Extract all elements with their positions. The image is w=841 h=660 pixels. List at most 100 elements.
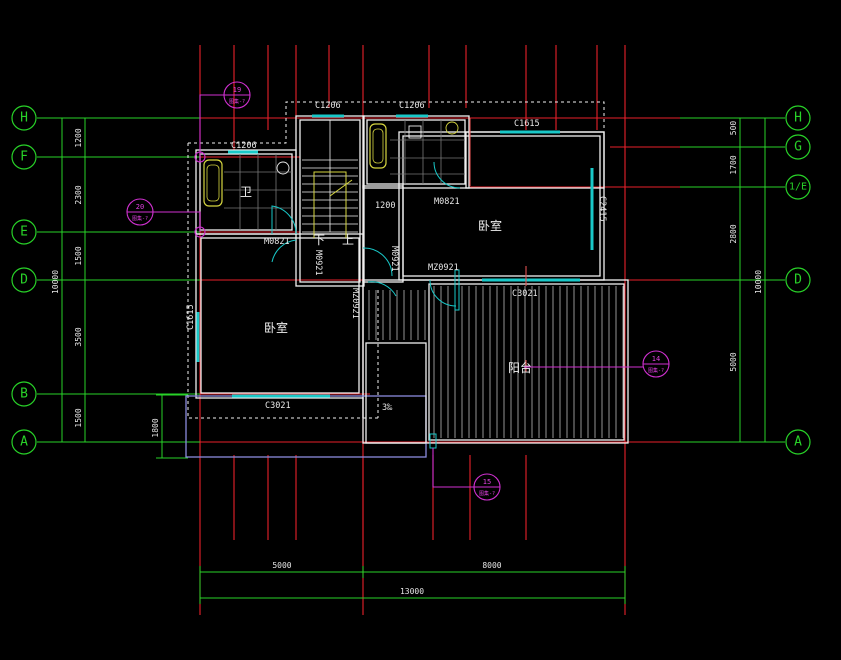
tag-window: C3021 — [265, 401, 291, 411]
bathroom-left-inner-wall — [199, 153, 293, 231]
detail-callouts: 19 图集-? 20 图集-? 14 图集-? 15 图集-? — [126, 81, 670, 501]
axis-label: B — [20, 387, 28, 402]
callout-number: 14 — [652, 355, 660, 363]
toilet-right-icon — [408, 125, 422, 139]
stair-direction-arrow — [313, 171, 347, 238]
axis-bubble-b-left — [11, 381, 37, 407]
axis-label: A — [20, 435, 28, 450]
axis-bubble-d-right — [785, 267, 811, 293]
opening-tags: C1206 C1206 C1206 C1615 C2415 C1615 C302… — [186, 101, 607, 413]
bedroom-left-wall — [195, 233, 364, 399]
dim-total-label: 10000 — [51, 270, 60, 294]
dim-label: 2800 — [729, 224, 738, 243]
bathtub-left-inner — [206, 164, 220, 202]
dim-label: 5000 — [272, 561, 291, 570]
bedroom-right-alcove — [465, 131, 605, 189]
roof-outline-top — [188, 101, 605, 144]
windows — [196, 114, 594, 398]
bathroom-fixtures — [203, 121, 459, 207]
callout-sheet: 图集-? — [648, 367, 664, 374]
stairs — [302, 120, 358, 238]
dim-label: 2300 — [74, 185, 83, 204]
room-label-bedroom-left: 卧室 — [264, 320, 288, 335]
callout-number: 20 — [136, 203, 144, 211]
door-m0821-left — [271, 205, 297, 235]
tag-door: M0821 — [264, 237, 290, 247]
axis-bubbles-left: H F E D B A — [11, 105, 37, 455]
bathroom-left-tiles — [224, 154, 292, 230]
tag-window: C1206 — [231, 141, 257, 151]
axis-label: H — [20, 111, 28, 126]
balcony-floor-hatch — [368, 286, 624, 438]
axis-bubble-f-left — [11, 144, 37, 170]
axis-bubble-h-right — [785, 105, 811, 131]
bathroom-right-inner-wall — [366, 119, 466, 185]
tag-window: C1615 — [186, 304, 196, 330]
dim-label: 3500 — [74, 327, 83, 346]
room-label-bath: 卫 — [240, 185, 252, 199]
tag-door: MZ0921 — [350, 288, 360, 319]
axis-label: D — [20, 273, 28, 288]
bottom-dimension-chain: 5000 8000 13000 — [199, 561, 626, 604]
tag-window: C1206 — [315, 101, 341, 111]
dim-total-label: 10000 — [754, 270, 763, 294]
tag-door: M0921 — [313, 250, 323, 276]
bedroom-left-inner-wall — [200, 237, 360, 394]
callout-number: 19 — [233, 86, 241, 94]
room-labels: 卫 卧室 卧室 阳台 下 上 — [240, 185, 532, 375]
axis-label: H — [794, 111, 802, 126]
callout-leader — [199, 94, 224, 162]
axis-bubble-a-right — [785, 429, 811, 455]
bedroom-right-inner-wall — [402, 135, 601, 277]
axis-bubble-h-left — [11, 105, 37, 131]
balcony-dimension: 1800 — [151, 394, 188, 459]
axis-label: E — [20, 225, 28, 240]
dim-label: 1500 — [74, 408, 83, 427]
bathroom-right-tiles — [390, 120, 465, 184]
dim-label: 1700 — [729, 155, 738, 174]
door-m0821-right — [433, 161, 461, 189]
axis-bubbles-right: H G 1/E D A — [785, 105, 811, 455]
right-dimension-chain: 500 1700 2800 5000 10000 — [729, 117, 770, 443]
door-swing-left — [271, 239, 297, 263]
axis-bubble-e-left — [11, 219, 37, 245]
door-mz0921-b — [367, 281, 397, 297]
dim-label: 500 — [729, 121, 738, 136]
callout-point — [194, 226, 206, 238]
axis-label: D — [794, 273, 802, 288]
door-jamb — [454, 269, 460, 311]
axis-bubble-g-right — [785, 134, 811, 160]
dim-total-label: 13000 — [400, 587, 424, 596]
left-dimension-chain: 1200 2300 1500 3500 1500 10000 — [51, 117, 92, 443]
tag-window: C3021 — [512, 289, 538, 299]
axis-bubble-1e-right — [785, 174, 811, 200]
tag-door: MZ0921 — [428, 263, 459, 273]
callout-leader — [153, 211, 201, 232]
door-mz0921-a — [429, 279, 457, 307]
dim-label: 5000 — [729, 352, 738, 371]
tag-window: C1206 — [399, 101, 425, 111]
room-label-bedroom-right: 卧室 — [478, 218, 502, 233]
tag-window: C2415 — [597, 196, 607, 222]
bathtub-left-icon — [203, 159, 223, 207]
room-label-balcony: 阳台 — [508, 360, 532, 375]
axis-label: F — [20, 150, 28, 165]
callout-point — [194, 151, 206, 163]
callout-number: 15 — [483, 478, 491, 486]
axis-label: A — [794, 435, 802, 450]
axis-label: G — [794, 140, 802, 155]
tag-door: M0821 — [434, 197, 460, 207]
bedroom-right-wall — [398, 131, 605, 281]
tag-dimension: 1200 — [375, 201, 395, 211]
tag-door: M0921 — [389, 246, 399, 272]
doors — [271, 161, 461, 449]
tag-window: C1615 — [514, 119, 540, 129]
column-marker — [429, 433, 437, 449]
stair-break-line — [329, 179, 353, 197]
stair-label-up: 上 — [342, 233, 354, 247]
axis-bubble-a-left — [11, 429, 37, 455]
bathtub-right-icon — [369, 123, 387, 169]
axis-label: 1/E — [789, 182, 807, 193]
dim-label: 8000 — [482, 561, 501, 570]
